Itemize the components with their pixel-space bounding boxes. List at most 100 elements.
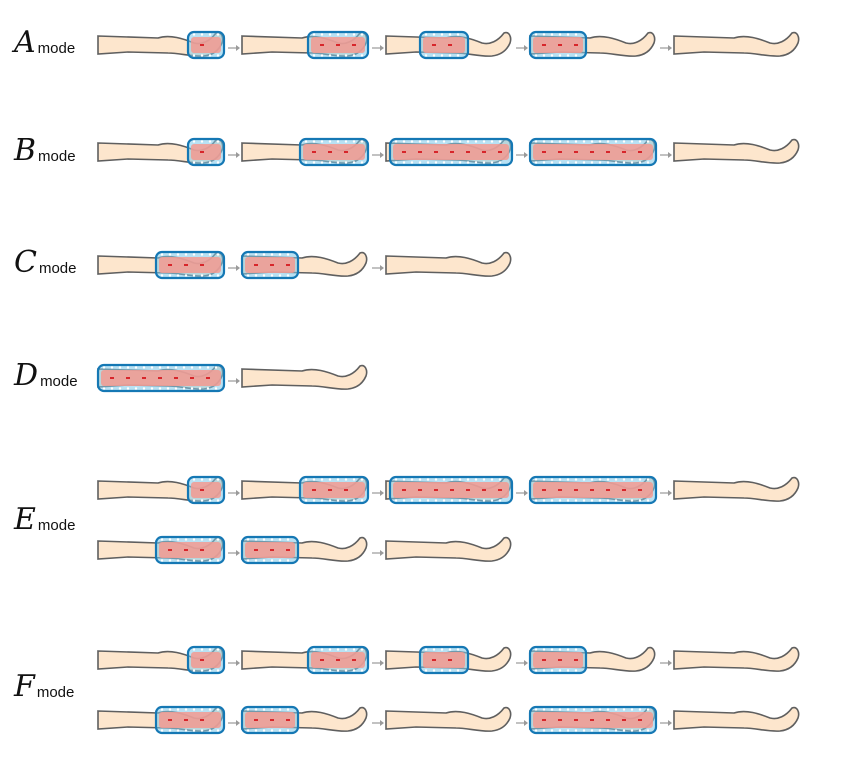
- pressure-marker: [254, 264, 258, 266]
- pressure-cuff: [154, 250, 226, 280]
- pressure-marker: [200, 264, 204, 266]
- mode-letter: A: [14, 25, 36, 60]
- mode-suffix: mode: [38, 260, 77, 277]
- pressure-cuff: [528, 475, 658, 505]
- pressure-marker: [200, 44, 204, 46]
- pressure-marker: [622, 719, 626, 721]
- leg-step-full-leg: [528, 475, 658, 505]
- leg-step-upper-leg: [528, 30, 656, 60]
- pressure-marker: [174, 377, 178, 379]
- leg-step-empty: [385, 251, 512, 277]
- pressure-marker: [482, 151, 486, 153]
- pressure-marker: [558, 44, 562, 46]
- pressure-cuff: [186, 30, 226, 60]
- leg-step-full-leg: [96, 363, 226, 393]
- leg-step-foot: [97, 645, 226, 675]
- pressure-cuff: [96, 363, 226, 393]
- pressure-marker: [606, 719, 610, 721]
- pressure-marker: [184, 264, 188, 266]
- sequence-arrow: [372, 660, 384, 666]
- leg-step-foot: [97, 137, 226, 167]
- sequence-arrow: [660, 720, 672, 726]
- sequence-arrow: [372, 152, 384, 158]
- sequence-arrow: [228, 720, 240, 726]
- pressure-marker: [158, 377, 162, 379]
- pressure-marker: [434, 489, 438, 491]
- pressure-marker: [270, 719, 274, 721]
- sequence-arrow: [228, 378, 240, 384]
- pressure-cuff: [298, 475, 370, 505]
- mode-letter: E: [14, 502, 36, 537]
- sequence-arrow: [660, 490, 672, 496]
- pressure-marker: [142, 377, 146, 379]
- leg-step-foot+calf: [97, 535, 226, 565]
- sequence-arrow: [228, 550, 240, 556]
- pressure-marker: [200, 489, 204, 491]
- leg-step-empty: [241, 364, 368, 390]
- mode-letter: D: [14, 358, 39, 393]
- pressure-marker: [168, 719, 172, 721]
- pressure-marker: [558, 719, 562, 721]
- pressure-cuff: [418, 645, 470, 675]
- mode-letter: B: [14, 133, 37, 168]
- pressure-cuff: [306, 30, 370, 60]
- sequence-arrow: [228, 152, 240, 158]
- pressure-cuff: [418, 30, 470, 60]
- pressure-marker: [320, 44, 324, 46]
- leg-step-foot: [97, 30, 226, 60]
- pressure-marker: [638, 719, 642, 721]
- pressure-cuff: [528, 705, 658, 735]
- pressure-marker: [190, 377, 194, 379]
- pressure-marker: [206, 377, 210, 379]
- pressure-marker: [434, 151, 438, 153]
- leg-step-foot+lower-calf: [241, 30, 370, 60]
- leg-step-empty: [385, 706, 512, 732]
- pressure-cuff: [528, 645, 588, 675]
- pressure-marker: [622, 151, 626, 153]
- mode-suffix: mode: [36, 684, 75, 701]
- pressure-cuff: [528, 30, 588, 60]
- pressure-marker: [286, 549, 290, 551]
- sequence-arrow: [228, 265, 240, 271]
- pressure-marker: [402, 151, 406, 153]
- leg-outline: [385, 706, 512, 732]
- leg-step-foot+calf: [241, 137, 370, 167]
- pressure-marker: [574, 719, 578, 721]
- leg-step-foot+calf: [97, 250, 226, 280]
- mode-suffix: mode: [37, 40, 76, 57]
- mode-suffix: mode: [37, 517, 76, 534]
- pressure-marker: [328, 489, 332, 491]
- pressure-marker: [328, 151, 332, 153]
- pressure-marker: [450, 489, 454, 491]
- leg-step-full-leg: [528, 137, 658, 167]
- pressure-marker: [168, 549, 172, 551]
- pressure-marker: [336, 44, 340, 46]
- mode-letter: C: [14, 245, 37, 280]
- leg-step-empty: [385, 536, 512, 562]
- pressure-marker: [286, 719, 290, 721]
- pressure-cuff: [240, 705, 300, 735]
- leg-step-empty: [673, 138, 800, 164]
- leg-outline: [673, 646, 800, 672]
- sequence-arrow: [372, 550, 384, 556]
- leg-step-mid-calf: [385, 645, 512, 675]
- sequence-arrow: [372, 720, 384, 726]
- pressure-marker: [638, 151, 642, 153]
- sequence-arrow: [516, 45, 528, 51]
- leg-step-foot+calf: [97, 705, 226, 735]
- leg-step-empty: [673, 31, 800, 57]
- pressure-marker: [590, 719, 594, 721]
- pressure-marker: [352, 659, 356, 661]
- pressure-marker: [450, 151, 454, 153]
- pressure-marker: [606, 489, 610, 491]
- pressure-marker: [482, 489, 486, 491]
- leg-outline: [673, 138, 800, 164]
- pressure-marker: [574, 659, 578, 661]
- pressure-marker: [184, 719, 188, 721]
- pressure-marker: [558, 151, 562, 153]
- pressure-marker: [200, 549, 204, 551]
- pressure-marker: [286, 264, 290, 266]
- leg-step-upper-leg: [240, 705, 368, 735]
- pressure-marker: [270, 264, 274, 266]
